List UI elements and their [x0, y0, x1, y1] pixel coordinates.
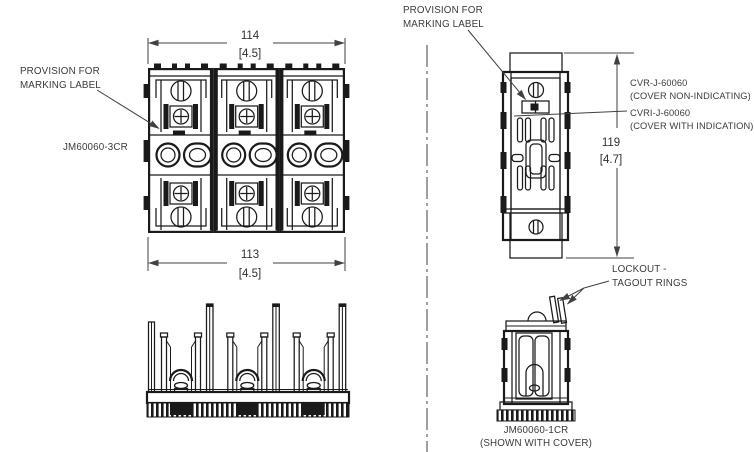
provision-label-line2: MARKING LABEL — [403, 19, 484, 30]
front-view-3-pole — [145, 302, 351, 418]
cover-plain-desc: (COVER NON-INDICATING) — [630, 91, 751, 101]
top-view-model-label: JM60060-3CR — [63, 142, 128, 153]
dim-width-top-inches: [4.5] — [239, 48, 261, 60]
dimension-width-top: 114 [4.5] — [147, 30, 346, 64]
provision-label-line2: MARKING LABEL — [20, 80, 101, 91]
top-view-provision-callout: PROVISION FOR MARKING LABEL — [20, 66, 160, 129]
lockout-label-line2: TAGOUT RINGS — [612, 278, 688, 289]
lockout-label-line1: LOCKOUT - — [612, 264, 667, 275]
provision-label-line1: PROVISION FOR — [403, 5, 483, 16]
cover-handle — [511, 139, 561, 179]
side-view — [500, 52, 571, 259]
cover-vent-slots — [516, 117, 555, 191]
cover-indicating-part: CVRI-J-60060 — [630, 108, 690, 118]
mounting-feet-ribs — [496, 409, 576, 422]
cover-dome — [527, 311, 547, 322]
dim-width-bottom-inches: [4.5] — [239, 268, 261, 280]
dim-width-top-mm: 114 — [241, 30, 260, 42]
dimension-height: 119 [4.7] — [564, 52, 634, 259]
marking-label-slot — [521, 100, 550, 114]
provision-leader-line — [467, 29, 526, 100]
cover-indicating-desc: (COVER WITH INDICATION) — [630, 121, 754, 131]
dim-width-bottom-mm: 113 — [241, 249, 259, 261]
slotted-screw — [527, 81, 545, 99]
dim-height-mm: 119 — [602, 137, 620, 149]
cover-leader-line — [513, 110, 628, 117]
dim-height-inches: [4.7] — [600, 154, 622, 166]
side-view-provision-callout: PROVISION FOR MARKING LABEL — [403, 5, 526, 100]
cover-part-callouts: CVR-J-60060 (COVER NON-INDICATING) CVRI-… — [513, 78, 754, 131]
lockout-tagout-rings — [548, 295, 568, 324]
lockout-callout: LOCKOUT - TAGOUT RINGS — [559, 264, 688, 305]
cover-window — [515, 332, 553, 400]
slotted-screw-lower — [528, 219, 544, 235]
covered-view-1-pole — [496, 295, 576, 422]
provision-label-line1: PROVISION FOR — [20, 66, 100, 77]
fuse-silhouette — [525, 363, 544, 396]
provision-leader-line — [96, 89, 160, 129]
covered-view-model-label: JM60060-1CR — [504, 425, 569, 436]
dimension-width-bottom: 113 [4.5] — [147, 237, 346, 280]
covered-view-note: (SHOWN WITH COVER) — [480, 438, 592, 449]
cover-plain-part: CVR-J-60060 — [630, 78, 687, 88]
top-view-3-pole — [143, 62, 350, 234]
